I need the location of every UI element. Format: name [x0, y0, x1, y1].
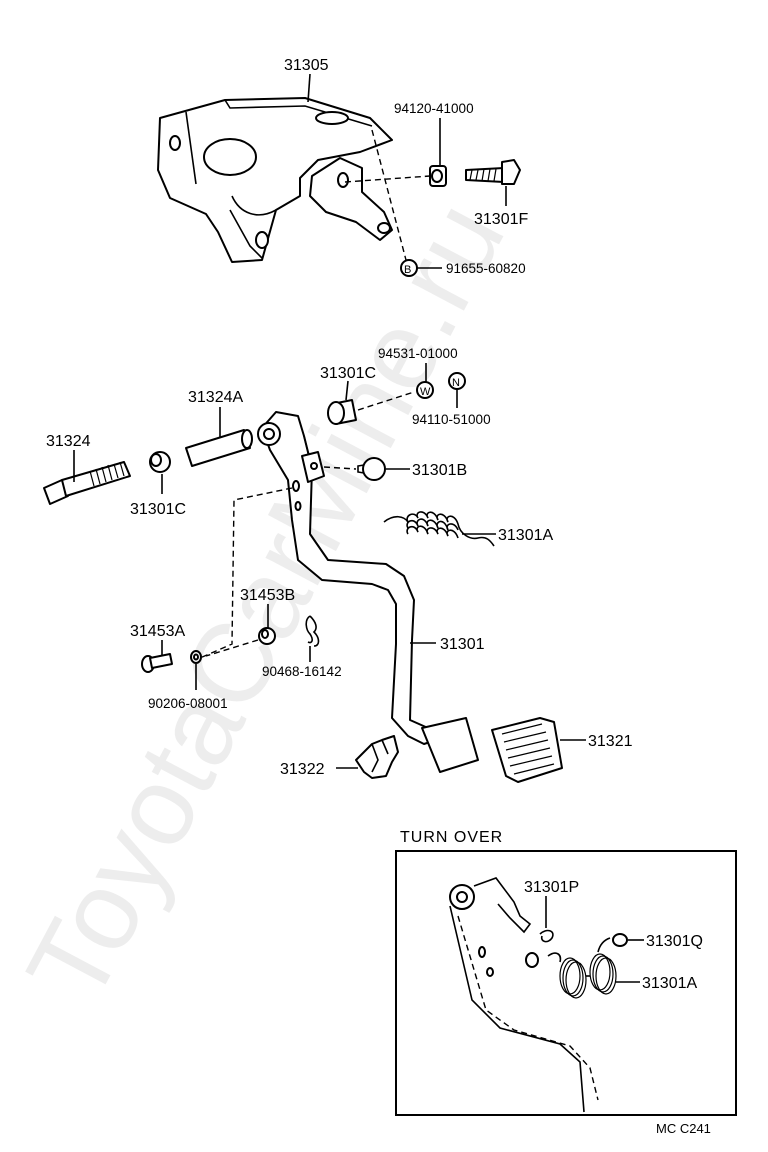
label-31301Q: 31301Q: [646, 933, 703, 950]
label-31321: 31321: [588, 733, 633, 750]
marker-n: N: [448, 372, 466, 390]
pedal-pad-31321: [491, 717, 563, 783]
marker-b: B: [400, 259, 418, 277]
bushing-31301C-left: [149, 451, 171, 473]
label-31301C-top: 31301C: [320, 365, 376, 382]
alignment-line-bracket: [344, 129, 431, 261]
label-90206-08001: 90206-08001: [148, 696, 228, 711]
pin-31453A: [141, 653, 173, 673]
spring-31301A-turn-over: [547, 937, 617, 999]
washer-90206-08001: [190, 650, 202, 664]
label-90468-16142: 90468-16142: [262, 664, 342, 679]
bushing-31453B: [258, 627, 276, 645]
alignment-line-bushing: [205, 639, 259, 657]
alignment-line-pin: [199, 487, 293, 659]
clip-90468-16142: [305, 615, 320, 647]
stopper-31301B: [357, 457, 386, 481]
leader-31301C-top: [345, 380, 349, 401]
turn-over-heading: TURN OVER: [400, 829, 503, 846]
label-31301: 31301: [440, 636, 485, 653]
label-31301C-left: 31301C: [130, 501, 186, 518]
label-94120-41000: 94120-41000: [394, 101, 474, 116]
label-31453B: 31453B: [240, 587, 295, 604]
label-31453A: 31453A: [130, 623, 185, 640]
label-31324: 31324: [46, 433, 91, 450]
svg-text:W: W: [420, 386, 431, 398]
turn-over-lever: [449, 877, 599, 1113]
label-31305: 31305: [284, 57, 329, 74]
spring-31301A: [383, 511, 495, 547]
cushion-31301Q: [612, 933, 628, 947]
bushing-turn-over: [525, 952, 539, 968]
turn-over-frame: [395, 850, 737, 1116]
diagram-reference: MC C241: [656, 1121, 711, 1136]
bolt-31301F: [465, 159, 521, 185]
label-31301B: 31301B: [412, 462, 467, 479]
bolt-31324: [43, 461, 131, 505]
nut-94120-41000: [429, 165, 447, 187]
label-31301P: 31301P: [524, 879, 579, 896]
clip-31301P: [539, 929, 554, 943]
bushing-31301C-top: [327, 399, 357, 425]
pedal-foot-plate: [421, 717, 479, 773]
leader-31305: [307, 73, 311, 103]
label-31301F: 31301F: [474, 211, 528, 228]
label-94110-51000: 94110-51000: [412, 412, 491, 427]
label-31301A: 31301A: [498, 527, 553, 544]
label-31324A: 31324A: [188, 389, 243, 406]
svg-text:N: N: [452, 377, 460, 389]
marker-w: W: [416, 381, 434, 399]
label-31301A-turn-over: 31301A: [642, 975, 697, 992]
label-94531-01000: 94531-01000: [378, 346, 458, 361]
label-31322: 31322: [280, 761, 325, 778]
alignment-line-stopper: [323, 466, 357, 470]
pad-bracket-31322: [355, 735, 399, 779]
svg-text:B: B: [404, 264, 411, 276]
label-91655-60820: 91655-60820: [446, 261, 526, 276]
bracket-31305: [157, 97, 393, 263]
sleeve-31324A: [185, 429, 253, 467]
